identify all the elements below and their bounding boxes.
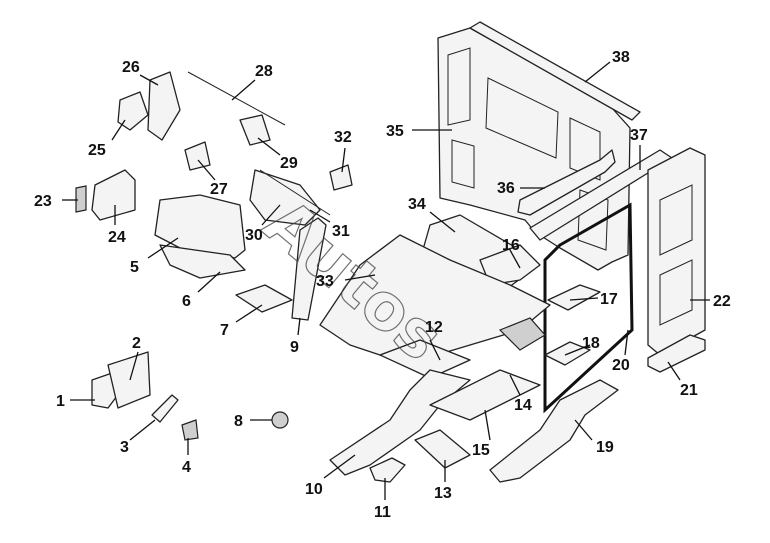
callout-3: 3 [120,439,129,456]
callout-20: 20 [612,357,630,374]
callout-27: 27 [210,181,228,198]
callout-4: 4 [182,459,191,476]
callout-28: 28 [255,63,273,80]
callout-18: 18 [582,335,600,352]
callout-37: 37 [630,127,648,144]
panel-5 [154,194,246,259]
callout-21: 21 [680,382,698,399]
callout-9: 9 [290,339,299,356]
callout-15: 15 [472,442,490,459]
callout-33: 33 [316,273,334,290]
callout-10: 10 [305,481,323,498]
callout-6: 6 [182,293,191,310]
door-seal-20 [543,202,634,414]
bracket-7 [235,284,293,313]
callout-13: 13 [434,485,452,502]
housing-24 [91,169,136,221]
side-panel-22 [647,147,706,356]
bracket-6 [159,244,246,279]
callout-16: 16 [502,237,520,254]
clip-23 [75,185,87,213]
panel-30 [249,169,321,226]
grommet-8 [271,411,289,429]
callout-19: 19 [596,439,614,456]
callout-numbers: 1 2 3 4 5 6 7 8 9 10 11 12 13 14 15 16 1… [34,49,731,521]
rod-28 [187,71,286,126]
callout-32: 32 [334,129,352,146]
callout-23: 23 [34,193,52,210]
callout-12: 12 [425,319,443,336]
long-member-19 [489,379,619,483]
callout-26: 26 [122,59,140,76]
pillar-9 [291,217,327,321]
bracket-21 [647,334,706,373]
strip-31 [259,169,331,216]
bracket-3 [151,394,179,423]
callout-24: 24 [108,229,126,246]
bracket-17 [547,284,601,311]
hinge-26 [147,71,181,141]
callout-11: 11 [374,504,391,521]
bracket-14 [498,317,546,351]
callout-36: 36 [497,180,515,197]
callout-30: 30 [245,227,263,244]
callout-38: 38 [612,49,630,66]
member-15 [429,369,541,421]
link-29 [239,114,271,146]
floor-33 [319,234,551,361]
callout-34: 34 [408,196,426,213]
callout-25: 25 [88,142,106,159]
callout-22: 22 [713,293,731,310]
callout-35: 35 [386,123,404,140]
callout-5: 5 [130,259,139,276]
tank-2 [107,351,151,409]
callout-29: 29 [280,155,298,172]
bracket-11 [369,457,406,483]
cover-27 [184,141,211,171]
callout-1: 1 [56,393,65,410]
leader-lines [62,61,710,500]
bracket-32 [329,164,353,191]
callout-7: 7 [220,322,229,339]
callout-2: 2 [132,335,141,352]
callout-8: 8 [234,413,243,430]
callout-17: 17 [600,291,618,308]
callout-31: 31 [332,223,350,240]
cross-member-36 [517,149,616,216]
hinge-25 [117,91,149,131]
plate-12 [379,339,471,379]
plate-13 [414,429,471,469]
callout-14: 14 [514,397,532,414]
clip-4 [181,419,199,441]
rail-38 [469,21,641,121]
